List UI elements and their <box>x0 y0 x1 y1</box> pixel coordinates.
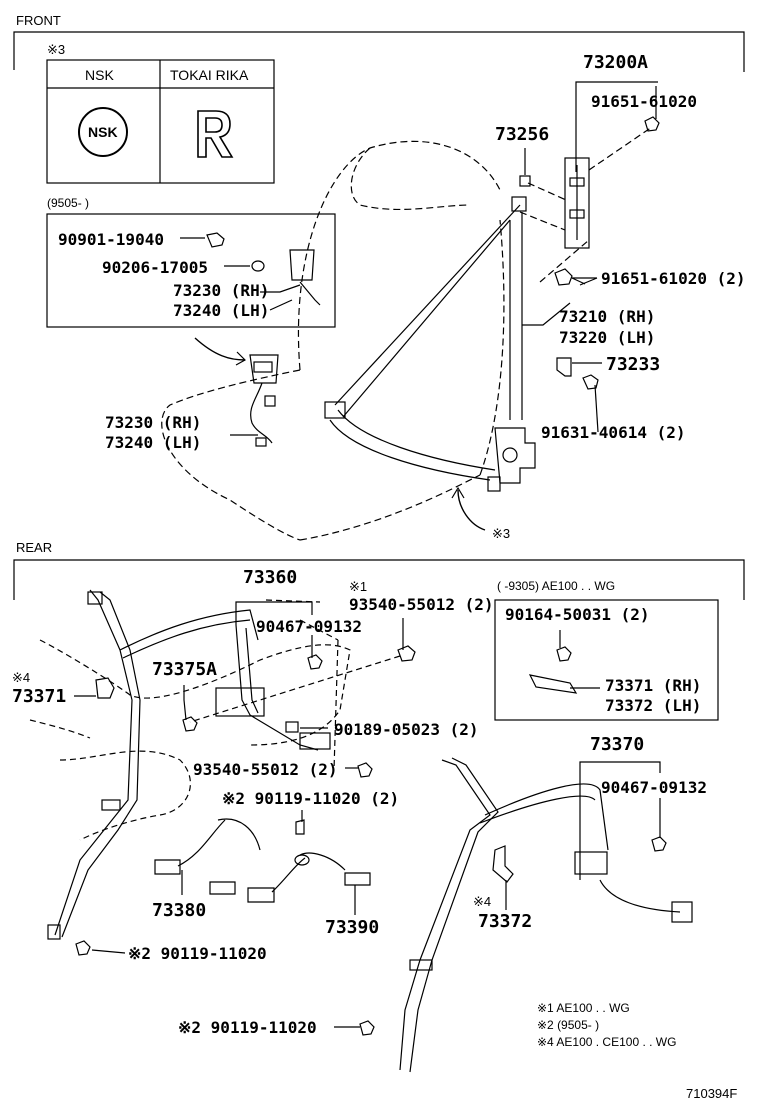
label-73371-left: 73371 <box>12 686 66 707</box>
label-90119-11020-left: ※2 90119-11020 <box>128 944 267 963</box>
front-inset-box <box>46 213 336 328</box>
label-73370: 73370 <box>590 734 644 755</box>
label-73380: 73380 <box>152 900 206 921</box>
bolt-90119-bottom-icon <box>359 1020 375 1036</box>
buckle-73380-icon <box>154 818 261 895</box>
front-dashed-leaders <box>519 126 653 283</box>
seat-buckle-icon <box>249 354 279 447</box>
nsk-logo-icon <box>78 107 128 157</box>
label-mark-4-left: ※4 <box>12 670 30 685</box>
label-73240-lh-inset: 73240 (LH) <box>173 301 269 320</box>
bolt-93540-top-icon <box>397 645 416 662</box>
bolt-91631-icon <box>582 374 599 390</box>
rear-section-frame <box>13 559 745 600</box>
front-section-frame <box>13 31 745 72</box>
inset-washer-90206-icon <box>251 260 265 272</box>
label-91651-61020-lower: 91651-61020 (2) <box>601 269 746 288</box>
shoulder-adjuster-icon <box>564 157 590 249</box>
bolt-93540-low-icon <box>357 762 373 778</box>
front-inset-range: (9505- ) <box>47 196 89 210</box>
label-73256: 73256 <box>495 124 549 145</box>
front-section-label: FRONT <box>16 13 61 28</box>
label-93540-55012-low: 93540-55012 (2) <box>193 760 338 779</box>
label-73220-lh: 73220 (LH) <box>559 328 655 347</box>
figure-code: 710394F <box>686 1086 737 1101</box>
rear-dashed-leaders <box>189 599 401 771</box>
bolt-93540-mid-icon <box>182 716 198 732</box>
label-90467-09132-right: 90467-09132 <box>601 778 707 797</box>
rear-inset-range: ( -9305) AE100 . . WG <box>497 579 615 593</box>
label-ref3: ※3 <box>492 526 510 541</box>
tokai-rika-logo-icon <box>197 110 234 158</box>
label-73230-rh-inset: 73230 (RH) <box>173 281 269 300</box>
nut-90467-left-icon <box>307 654 323 670</box>
bolt-90119-left-icon <box>75 940 126 956</box>
bolt-91651-lower-icon <box>554 268 586 286</box>
table-col-tokai-rika: TOKAI RIKA <box>170 67 249 83</box>
buckle-73390-icon <box>247 819 371 903</box>
label-90119-11020-bottom: ※2 90119-11020 <box>178 1018 317 1037</box>
label-90164-50031: 90164-50031 (2) <box>505 605 650 624</box>
label-90206-17005: 90206-17005 <box>102 258 208 277</box>
rear-inset-box <box>494 599 719 721</box>
inset-arrow-icon <box>194 337 246 366</box>
note-4: ※4 AE100 . CE100 . . WG <box>537 1035 676 1049</box>
label-73240-lh: 73240 (LH) <box>105 433 201 452</box>
label-73233: 73233 <box>606 354 660 375</box>
bolt-91651-top-icon <box>644 116 660 132</box>
cover-73233-icon <box>556 357 572 377</box>
table-ref-marker: ※3 <box>47 42 65 57</box>
label-73372-lh: 73372 (LH) <box>605 696 701 715</box>
label-90467-09132-left: 90467-09132 <box>256 617 362 636</box>
table-col-nsk: NSK <box>85 67 114 83</box>
label-73372: 73372 <box>478 911 532 932</box>
label-73230-rh: 73230 (RH) <box>105 413 201 432</box>
inset-bolt-90901-icon <box>206 232 225 248</box>
clip-73256-icon <box>519 175 531 187</box>
label-90189-05023: 90189-05023 (2) <box>334 720 479 739</box>
nsk-logo-text: NSK <box>88 124 118 140</box>
ref3-arrow-icon <box>451 486 486 531</box>
rear-center-belt-icon <box>119 609 331 751</box>
retractor-icon <box>487 427 536 492</box>
rear-section-label: REAR <box>16 540 52 555</box>
rear-leader-lines <box>74 601 661 1028</box>
inset-buckle-icon <box>289 249 321 306</box>
note-2: ※2 (9505- ) <box>537 1018 599 1032</box>
front-seat-outline-icon <box>161 140 505 541</box>
label-mark-1: ※1 <box>349 579 367 594</box>
rear-left-belt-icon <box>47 589 141 940</box>
label-73375A: 73375A <box>152 659 217 680</box>
rear-body-outline-icon <box>29 639 351 841</box>
nut-90467-right-icon <box>651 836 667 852</box>
front-leader-lines <box>180 81 658 436</box>
bracket-73372-icon <box>492 845 514 883</box>
label-73200A: 73200A <box>583 52 648 73</box>
inset-bolt-90164-icon <box>556 646 572 662</box>
front-belt-webbing-icon <box>324 196 527 481</box>
manufacturer-table <box>46 59 275 184</box>
note-1: ※1 AE100 . . WG <box>537 1001 630 1015</box>
label-mark-4-right: ※4 <box>473 894 491 909</box>
label-90901-19040: 90901-19040 <box>58 230 164 249</box>
label-73360: 73360 <box>243 567 297 588</box>
label-73390: 73390 <box>325 917 379 938</box>
label-91651-61020-top: 91651-61020 <box>591 92 697 111</box>
inset-cover-73371-icon <box>528 674 578 694</box>
label-90119-11020-center: ※2 90119-11020 (2) <box>222 789 399 808</box>
label-73371-rh: 73371 (RH) <box>605 676 701 695</box>
label-91631-40614: 91631-40614 (2) <box>541 423 686 442</box>
label-93540-55012-top: 93540-55012 (2) <box>349 595 494 614</box>
rear-right-belt-icon <box>399 757 693 1073</box>
label-73210-rh: 73210 (RH) <box>559 307 655 326</box>
cover-73371-left-icon <box>95 677 115 699</box>
